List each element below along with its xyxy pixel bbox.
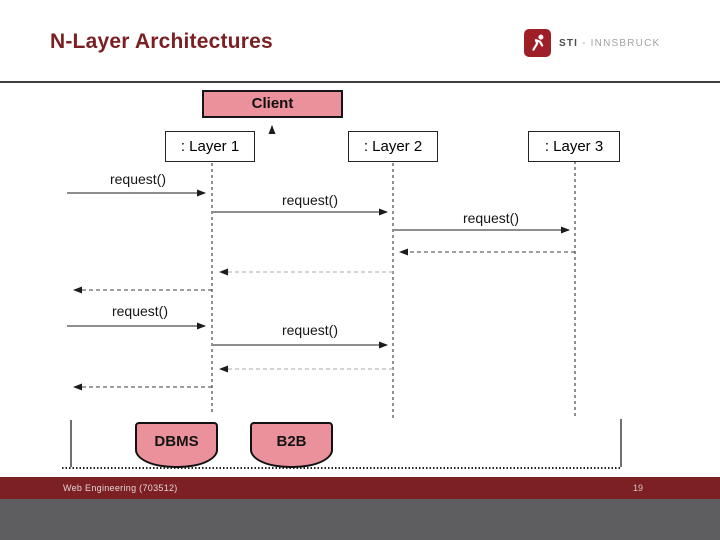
return-arrows-gray [219,268,393,373]
bottom-gray-strip [0,499,720,540]
logo-suffix-text: - INNSBRUCK [582,37,661,49]
footer-bar [0,477,720,499]
message-label-request-3: request() [462,210,520,226]
message-label-request-5: request() [281,322,339,338]
message-label-request-1: request() [109,171,167,187]
lifeline-box-layer-3: : Layer 3 [528,131,620,162]
running-person-icon [531,34,543,51]
footer-page-number: 19 [633,483,644,493]
datastore-dbms: DBMS [135,422,218,468]
return-arrows-dark [73,248,575,391]
message-label-request-2: request() [281,192,339,208]
logo-brand-text: STI [559,37,579,49]
header-divider [0,81,720,83]
lifeline-box-layer-2: : Layer 2 [348,131,438,162]
sti-logo-icon [524,29,551,57]
sti-innsbruck-logo: STI - INNSBRUCK [524,29,660,57]
lifeline-box-layer-1: : Layer 1 [165,131,255,162]
footer-course-label: Web Engineering (703512) [63,483,178,493]
logo-text: STI - INNSBRUCK [559,38,660,49]
message-label-request-4: request() [111,303,169,319]
datastore-b2b: B2B [250,422,333,468]
page-title: N-Layer Architectures [50,30,273,53]
client-box: Client [202,90,343,118]
